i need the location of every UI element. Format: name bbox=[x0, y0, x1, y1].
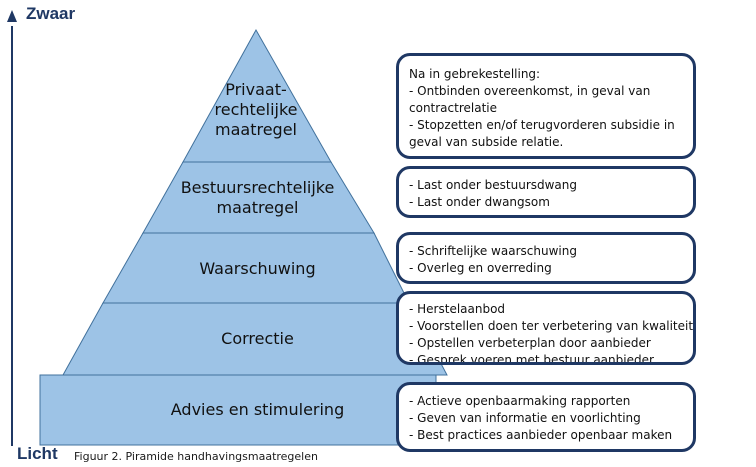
axis-arrowhead-icon bbox=[7, 10, 17, 22]
level-label-correction: Correctie bbox=[221, 329, 294, 348]
note-box-correction: - Herstelaanbod - Voorstellen doen ter v… bbox=[396, 291, 696, 365]
note-line: - Stopzetten en/of terugvorderen subsidi… bbox=[409, 118, 675, 132]
note-box-warning: - Schriftelijke waarschuwing - Overleg e… bbox=[396, 232, 696, 284]
note-box-administrative-law: - Last onder bestuursdwang - Last onder … bbox=[396, 166, 696, 218]
pyramid-band-5 bbox=[39, 374, 437, 446]
level-label-warning: Waarschuwing bbox=[199, 259, 316, 278]
note-line: Na in gebrekestelling: bbox=[409, 67, 541, 81]
note-line: - Last onder bestuursdwang bbox=[409, 178, 578, 192]
note-box-private-law: Na in gebrekestelling: - Ontbinden overe… bbox=[396, 53, 696, 159]
axis-top-label: Zwaar bbox=[26, 4, 76, 23]
note-line: contractrelatie bbox=[409, 101, 498, 115]
note-line: - Schriftelijke waarschuwing bbox=[409, 244, 577, 258]
level-label-private-law: Privaat- rechtelijke maatregel bbox=[214, 80, 298, 139]
note-line: - Best practices aanbieder openbaar make… bbox=[409, 428, 673, 442]
pyramid-band-4 bbox=[62, 302, 448, 376]
note-line: - Herstelaanbod bbox=[409, 302, 506, 316]
note-line: - Actieve openbaarmaking rapporten bbox=[409, 394, 631, 408]
note-line: geval van subside relatie. bbox=[409, 135, 564, 149]
note-line: - Opstellen verbeterplan door aanbieder bbox=[409, 336, 651, 350]
note-box-advice: - Actieve openbaarmaking rapporten - Gev… bbox=[396, 382, 696, 452]
level-label-advice: Advies en stimulering bbox=[170, 400, 345, 419]
note-line: - Gesprek voeren met bestuur aanbieder bbox=[409, 353, 654, 365]
note-line: - Voorstellen doen ter verbetering van k… bbox=[409, 319, 694, 333]
note-line: - Ontbinden overeenkomst, in geval van bbox=[409, 84, 651, 98]
figure-caption: Figuur 2. Piramide handhavingsmaatregele… bbox=[74, 450, 318, 463]
note-line: - Overleg en overreding bbox=[409, 261, 552, 275]
note-line: - Last onder dwangsom bbox=[409, 195, 550, 209]
note-line: - Geven van informatie en voorlichting bbox=[409, 411, 641, 425]
level-label-administrative-law: Bestuursrechtelijke maatregel bbox=[180, 178, 335, 217]
axis-bottom-label: Licht bbox=[17, 444, 58, 463]
